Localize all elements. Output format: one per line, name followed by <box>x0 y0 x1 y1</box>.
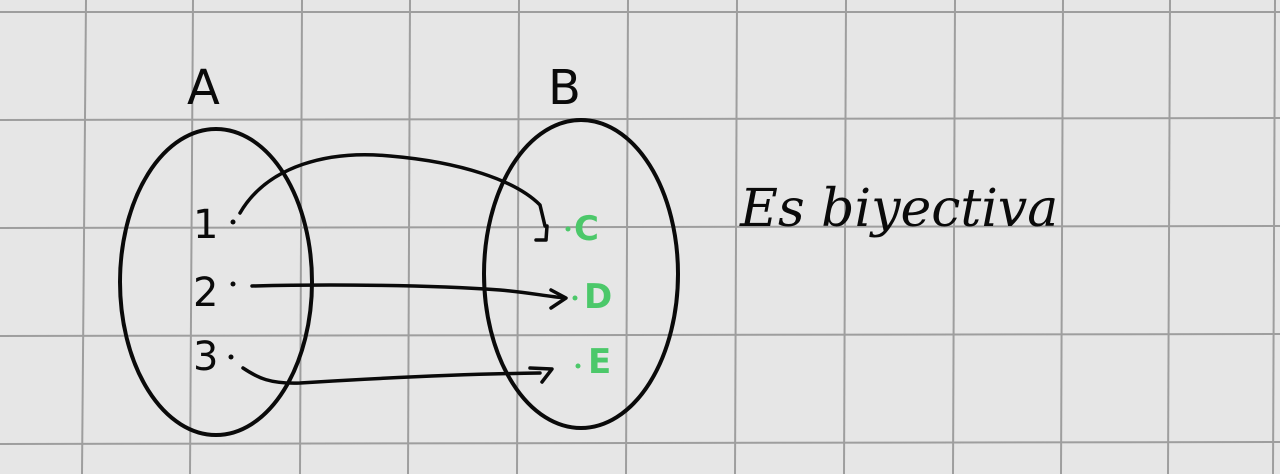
bijective-caption: Es biyectiva <box>739 179 1058 239</box>
set-b-element-d: D <box>584 277 612 317</box>
arrow-1-to-c <box>238 152 549 242</box>
set-a-ellipse <box>118 127 314 437</box>
set-b-element-e: E <box>588 342 611 382</box>
set-b-label: B <box>548 60 581 116</box>
element-3-point <box>228 354 234 360</box>
set-b-element-c: C <box>574 209 599 249</box>
mapping-arrows <box>238 152 568 385</box>
set-a-element-3: 3 <box>193 334 218 380</box>
element-2-point <box>230 281 236 287</box>
element-e-point <box>575 363 581 369</box>
set-b-ellipse <box>482 118 680 430</box>
set-a-label: A <box>187 60 220 116</box>
set-a-element-2: 2 <box>193 270 218 316</box>
set-a-element-1: 1 <box>193 202 218 248</box>
arrow-3-to-e <box>241 366 554 385</box>
element-c-point <box>565 226 571 232</box>
element-1-point <box>230 219 236 225</box>
set-b: B C D E <box>482 60 680 430</box>
arrow-2-to-d <box>250 283 568 310</box>
element-d-point <box>572 295 578 301</box>
set-a: A 1 2 3 <box>118 60 314 437</box>
